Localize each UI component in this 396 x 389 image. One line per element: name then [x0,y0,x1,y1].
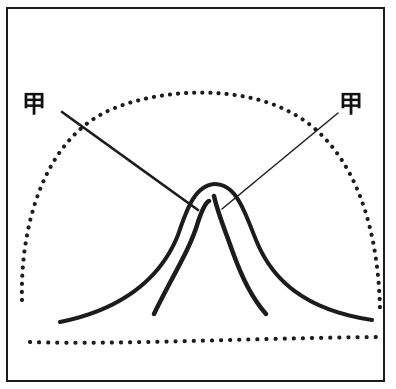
inner-strand-left [151,198,212,317]
label-right: 甲 [339,90,363,118]
inner-strand-right [211,193,269,317]
dotted-baseline [28,335,384,345]
dotted-dome-arc [19,90,382,312]
outer-bell-curve [58,181,374,324]
left-pointer-line [60,110,200,212]
label-left: 甲 [22,90,46,118]
right-pointer-line [221,112,339,210]
